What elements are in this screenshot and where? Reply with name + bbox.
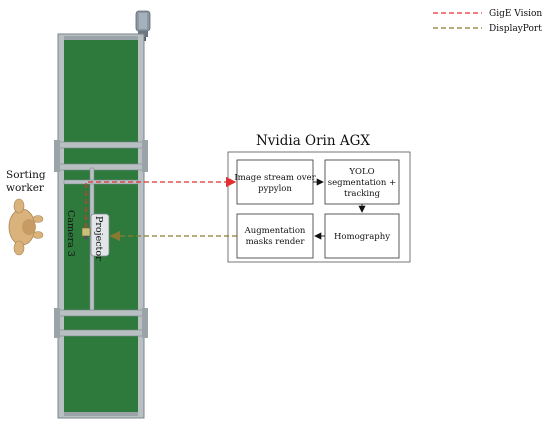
box-image-stream <box>236 159 314 205</box>
box-yolo <box>324 159 400 205</box>
box-yolo-line1: YOLO <box>348 167 374 177</box>
crossbar-bottom <box>57 329 145 337</box>
box-homography-label: Homography <box>334 232 390 242</box>
box-image-stream-line1: Image stream over <box>234 173 316 183</box>
crossbar-upper <box>57 163 145 171</box>
gige-vision-link <box>85 176 237 228</box>
projector-label: Projector <box>93 216 104 261</box>
legend-displayport-label: DisplayPort <box>489 24 542 34</box>
worker-label-line2: worker <box>6 182 45 194</box>
worker-label-line1: Sorting <box>6 169 46 181</box>
worker-icon <box>8 198 44 256</box>
legend-gige-label: GigE Vision <box>489 9 542 19</box>
box-image-stream-line2: pypylon <box>258 184 292 194</box>
box-augmentation <box>236 213 314 259</box>
box-homography <box>324 213 400 259</box>
crossbar-lower <box>57 309 145 317</box>
box-augmentation-line2: masks render <box>246 237 306 247</box>
box-yolo-line3: tracking <box>344 189 381 199</box>
box-augmentation-line1: Augmentation <box>244 226 306 236</box>
legend: GigE Vision DisplayPort <box>433 9 542 34</box>
camera-label: Camera 3 <box>65 210 76 257</box>
orin-title: Nvidia Orin AGX <box>256 133 370 149</box>
box-yolo-line2: segmentation + <box>328 178 396 188</box>
orin-container: Nvidia Orin AGX Image stream over pypylo… <box>227 133 411 263</box>
projector-icon <box>90 213 110 257</box>
crossbar-top <box>57 141 145 149</box>
